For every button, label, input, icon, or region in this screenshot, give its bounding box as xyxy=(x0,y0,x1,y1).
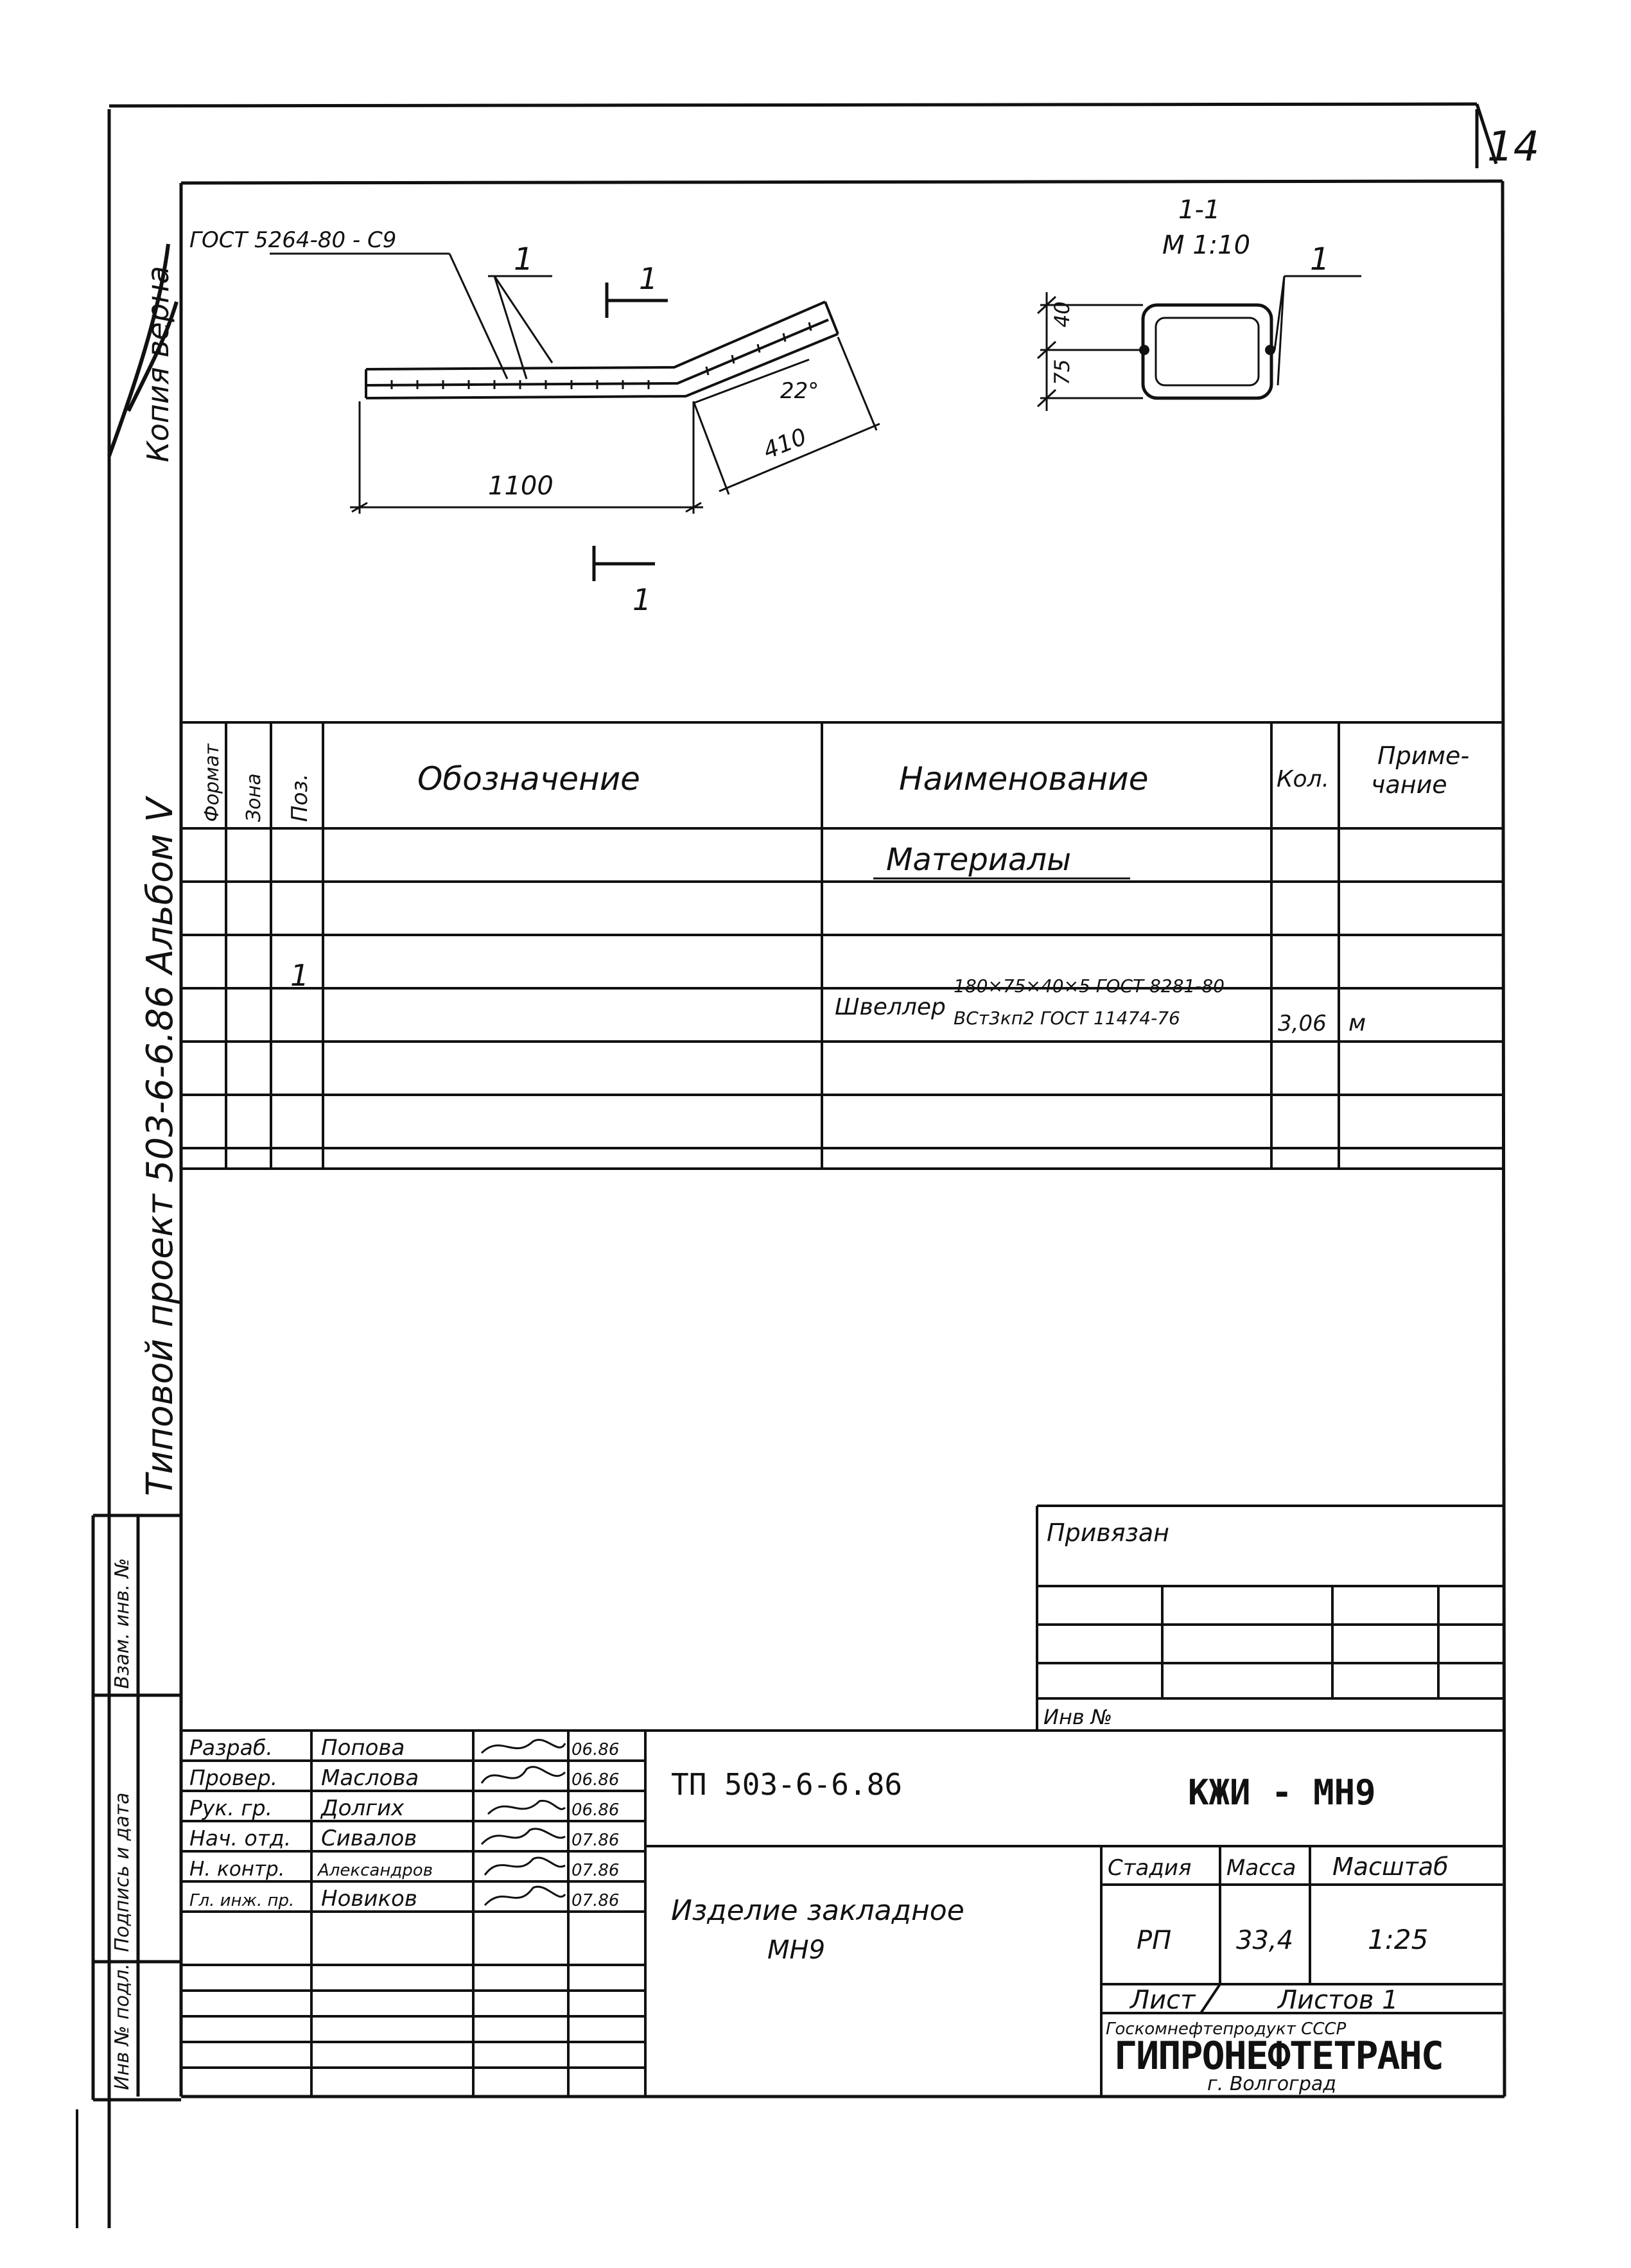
drawing-code: КЖИ - МН9 xyxy=(1188,1772,1376,1813)
privyazan-title: Привязан xyxy=(1047,1519,1169,1547)
section-title: 1-1 xyxy=(1178,195,1220,225)
role-checker: Провер. xyxy=(189,1765,277,1790)
header-zone: Зона xyxy=(243,773,265,822)
channel-elevation: ГОСТ 5264-80 - С9 1 1 1 1100 410 22° xyxy=(189,227,880,617)
side-label-inventory: Инв № подл. xyxy=(111,1964,134,2090)
row-note: м xyxy=(1348,1010,1366,1036)
sheets-label: Листов 1 xyxy=(1277,1985,1399,2015)
section-1-1: 1-1 М 1:10 40 75 1 xyxy=(1036,195,1361,411)
dim-40: 40 xyxy=(1050,301,1074,327)
name-chief-engineer: Новиков xyxy=(321,1886,417,1912)
scale-value: 1:25 xyxy=(1368,1924,1428,1955)
role-developer: Разраб. xyxy=(189,1735,273,1760)
cut-label-top: 1 xyxy=(639,261,658,296)
date-chief-engineer: 07.86 xyxy=(571,1891,619,1910)
dim-75: 75 xyxy=(1050,359,1074,385)
section-materials: Материалы xyxy=(886,842,1071,878)
position-label: 1 xyxy=(514,241,534,277)
copy-signature xyxy=(107,243,179,457)
sheet-number: 14 xyxy=(1487,123,1539,171)
role-dept-head: Нач. отд. xyxy=(189,1826,291,1851)
date-checker: 06.86 xyxy=(571,1770,619,1790)
section-scale: М 1:10 xyxy=(1162,231,1250,260)
header-name: Наименование xyxy=(899,760,1149,798)
cut-label-bottom: 1 xyxy=(632,582,651,617)
header-note-2: чание xyxy=(1371,771,1447,799)
angle-label: 22° xyxy=(780,378,819,404)
header-format: Формат xyxy=(201,743,223,822)
section-position-label: 1 xyxy=(1310,241,1330,277)
row-name-line1: 180×75×40×5 ГОСТ 8281-80 xyxy=(954,975,1225,997)
date-norm-control: 07.86 xyxy=(571,1861,619,1880)
row-name-word: Швеллер xyxy=(835,994,946,1020)
project-code: ТП 503-6-6.86 xyxy=(671,1767,902,1802)
stage-value: РП xyxy=(1137,1926,1171,1955)
header-note-1: Приме- xyxy=(1377,742,1469,770)
stage-label: Стадия xyxy=(1108,1855,1191,1881)
date-dept-head: 07.86 xyxy=(571,1831,619,1850)
name-developer: Попова xyxy=(321,1735,405,1761)
org-city: г. Волгоград xyxy=(1207,2073,1336,2095)
handwritten-signatures xyxy=(480,1739,566,1906)
privyazan-grid xyxy=(1036,1505,1503,1731)
row-pos: 1 xyxy=(290,958,309,993)
name-group-lead: Долгих xyxy=(320,1795,405,1821)
item-title-line2: МН9 xyxy=(767,1935,825,1965)
side-label-replace: Взам. инв. № xyxy=(111,1558,134,1689)
header-designation: Обозначение xyxy=(417,760,640,798)
side-label-signature: Подпись и дата xyxy=(111,1793,134,1953)
role-chief-engineer: Гл. инж. пр. xyxy=(189,1891,294,1910)
name-checker: Маслова xyxy=(321,1765,419,1791)
signatures-table: Разраб. Провер. Рук. гр. Нач. отд. Н. ко… xyxy=(189,1735,619,1912)
date-developer: 06.86 xyxy=(571,1740,619,1759)
header-qty: Кол. xyxy=(1277,766,1329,792)
mass-value: 33,4 xyxy=(1236,1926,1293,1955)
header-pos: Поз. xyxy=(287,774,313,822)
date-group-lead: 06.86 xyxy=(571,1801,619,1820)
row-qty: 3,06 xyxy=(1278,1011,1327,1036)
gost-ref: ГОСТ 5264-80 - С9 xyxy=(189,227,396,253)
sheet-frame xyxy=(91,102,1506,2228)
org-parent: Госкомнефтепродукт СССР xyxy=(1106,2019,1347,2039)
sheet-label: Лист xyxy=(1129,1985,1196,2015)
dim-1100: 1100 xyxy=(488,471,554,501)
mass-label: Масса xyxy=(1226,1855,1296,1881)
row-name-line2: ВСт3кп2 ГОСТ 11474-76 xyxy=(954,1008,1180,1029)
privyazan-inv: Инв № xyxy=(1043,1705,1112,1729)
title-block-grid xyxy=(181,1729,1503,2097)
name-dept-head: Сивалов xyxy=(321,1826,417,1851)
item-title-line1: Изделие закладное xyxy=(671,1894,964,1927)
album-project: Типовой проект 503-6-6.86 Альбом V xyxy=(139,796,181,1496)
scale-label: Масштаб xyxy=(1332,1853,1449,1881)
name-norm-control: Александров xyxy=(317,1861,433,1880)
role-group-lead: Рук. гр. xyxy=(189,1795,272,1820)
role-norm-control: Н. контр. xyxy=(189,1858,285,1881)
org-name: ГИПРОНЕФТЕТРАНС xyxy=(1114,2034,1443,2079)
spec-table-grid xyxy=(181,721,1503,1170)
dim-410: 410 xyxy=(760,424,810,465)
